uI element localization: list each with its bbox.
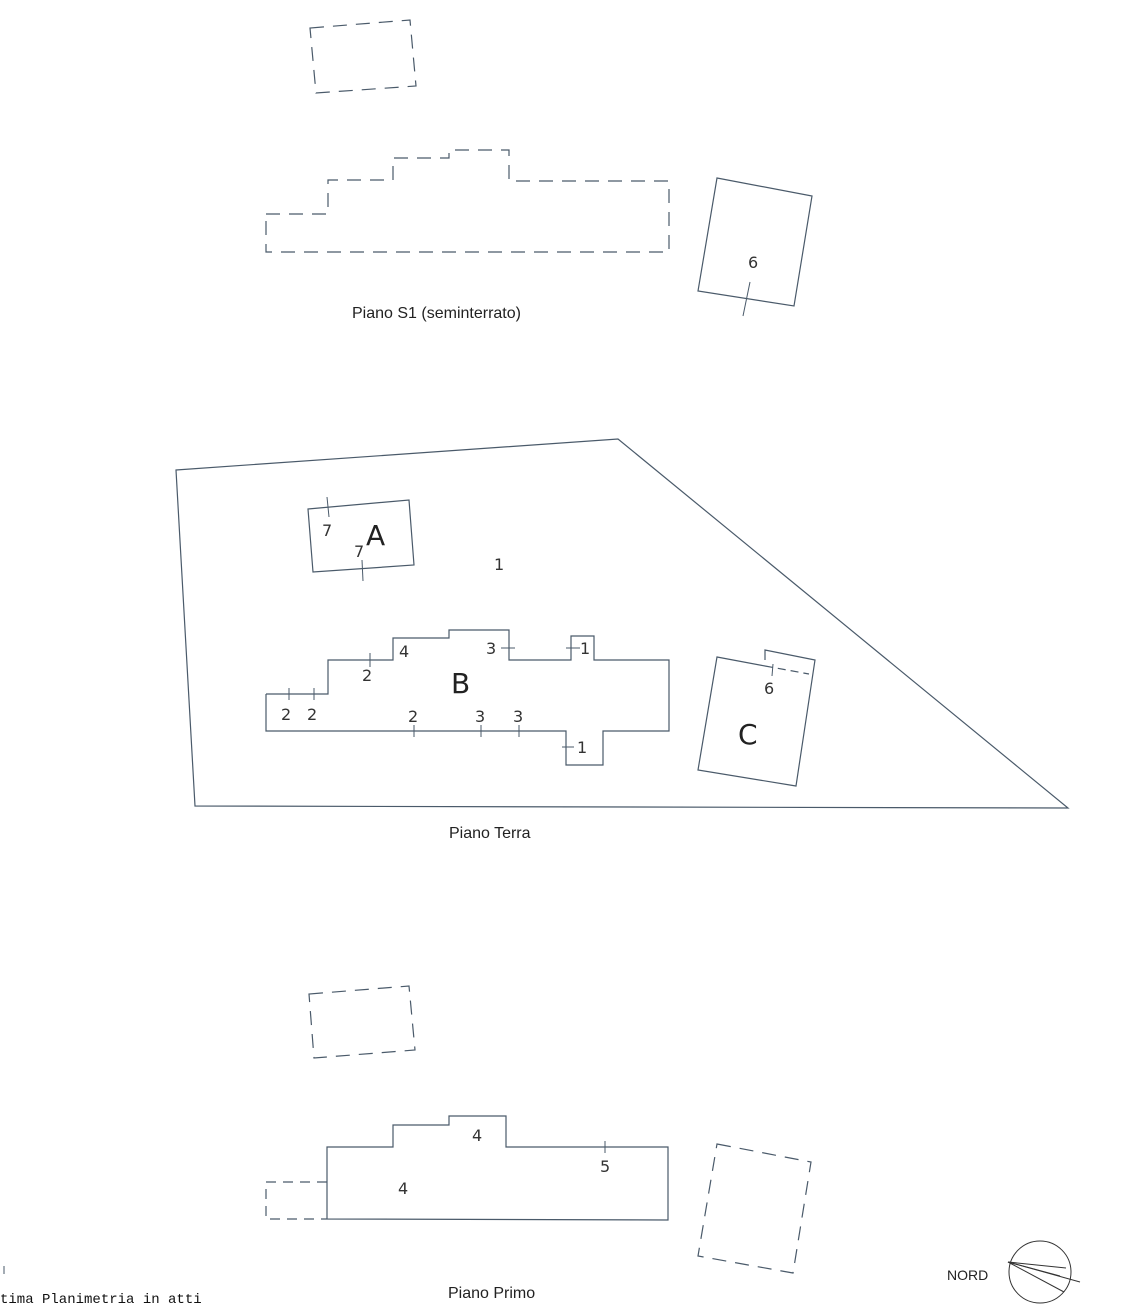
- terra-building-a-label: A: [366, 519, 385, 552]
- terra-b-sub-label-top3: 3: [486, 639, 496, 658]
- north-arrow: NORD: [947, 1240, 1081, 1304]
- primo-building-b-outline: [326, 1115, 669, 1221]
- primo-building-c-outline: [697, 1143, 812, 1274]
- terra-b-sub-label-top: 4: [399, 642, 409, 661]
- s1-building-b-outline: [265, 149, 670, 253]
- terra-a-sub-label-2: 7: [354, 542, 364, 561]
- terra-c-dashed-annex: [764, 665, 810, 675]
- north-label: NORD: [947, 1267, 988, 1283]
- terra-lot-sub-label: 1: [494, 555, 504, 574]
- caption-piano-primo: Piano Primo: [448, 1285, 535, 1302]
- terra-b-sub-label-bot2: 2: [408, 707, 418, 726]
- terra-b-sub-label-l2: 2: [307, 705, 317, 724]
- s1-c-divider-tick: [742, 281, 751, 317]
- terra-building-b-label: B: [451, 667, 470, 700]
- terra-a-tick-top: [326, 496, 330, 518]
- terra-building-c-outline: [697, 649, 816, 787]
- terra-building-c-label: C: [738, 718, 758, 751]
- terra-b-sub-label-bot1: 1: [577, 738, 587, 757]
- terra-b-sub-label-step: 2: [362, 666, 372, 685]
- piano-primo-section: 4 4 5 Piano Primo: [265, 985, 812, 1302]
- north-circle-icon: [1008, 1240, 1072, 1304]
- terra-c-sub-label: 6: [764, 679, 774, 698]
- caption-piano-terra: Piano Terra: [449, 825, 531, 842]
- terra-a-tick-bottom: [361, 559, 364, 582]
- primo-b-sub-label-main: 4: [398, 1179, 408, 1198]
- terra-b-sub-label-bot3a: 3: [475, 707, 485, 726]
- terra-building-a-outline: [307, 499, 415, 573]
- primo-b-sub-label-top: 4: [472, 1126, 482, 1145]
- s1-building-a-outline: [309, 19, 417, 94]
- piano-terra-section: 1 7 7 A 2 2 2 4 3 1 2 3 3 1 B 6 C: [175, 438, 1070, 842]
- terra-lot-outline: [175, 438, 1070, 809]
- terra-b-sub-label-l1: 2: [281, 705, 291, 724]
- terra-a-sub-label-1: 7: [322, 521, 332, 540]
- piano-s1-section: 6 Piano S1 (seminterrato): [265, 19, 813, 322]
- terra-c-tick: [771, 663, 774, 677]
- terra-b-sub-label-bot3b: 3: [513, 707, 523, 726]
- terra-building-b-outline: [265, 629, 670, 766]
- footer-note: tima Planimetria in atti: [0, 1292, 202, 1306]
- s1-c-sub-label: 6: [748, 253, 758, 272]
- primo-b-sub-label-right: 5: [600, 1157, 610, 1176]
- primo-building-b-dashed-annex: [265, 1181, 327, 1220]
- s1-building-c-outline: [697, 177, 813, 307]
- caption-piano-s1: Piano S1 (seminterrato): [352, 305, 521, 322]
- terra-b-sub-label-right1: 1: [580, 639, 590, 658]
- primo-building-a-outline: [308, 985, 416, 1059]
